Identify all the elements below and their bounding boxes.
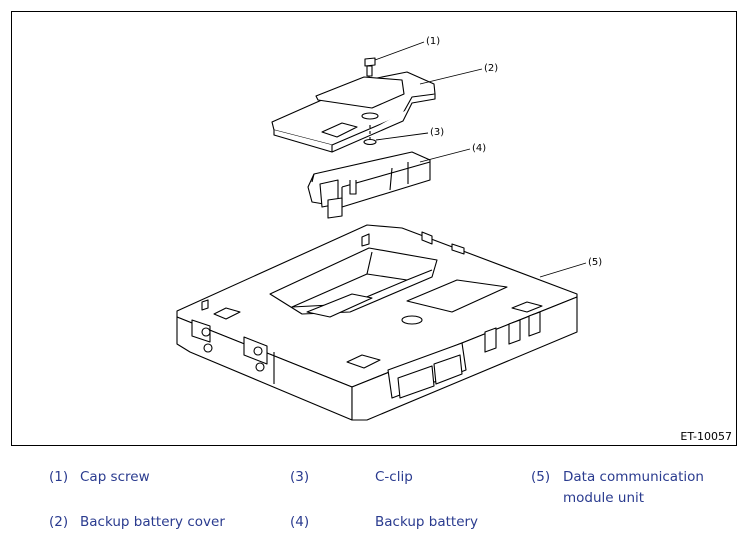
callout-2: (2) <box>484 63 498 74</box>
legend-label-cap-screw: Cap screw <box>80 469 150 485</box>
callout-1: (1) <box>426 36 440 47</box>
exploded-view-diagram: (1) (2) (3) (4) (5) ET-10057 <box>11 11 737 446</box>
legend-number-2: (2) <box>49 514 69 530</box>
legend-label-backup-battery-cover: Backup battery cover <box>80 514 225 530</box>
data-communication-module-unit <box>176 224 578 421</box>
legend-number-1: (1) <box>49 469 69 485</box>
figure-reference-id: ET-10057 <box>680 430 732 443</box>
callout-5: (5) <box>588 257 602 268</box>
backup-battery <box>307 151 431 219</box>
legend-number-4: (4) <box>290 514 310 530</box>
callout-4: (4) <box>472 143 486 154</box>
legend-label-module-unit: module unit <box>563 490 645 506</box>
diagram-drawing: (1) (2) (3) (4) (5) <box>176 36 602 421</box>
legend-number-5: (5) <box>531 469 551 485</box>
legend-number-3: (3) <box>290 469 310 485</box>
backup-battery-cover <box>271 71 436 153</box>
legend-label-backup-battery: Backup battery <box>375 514 479 530</box>
legend-label-data-communication: Data communication <box>563 469 704 485</box>
legend-label-c-clip: C-clip <box>375 469 413 485</box>
callout-3: (3) <box>430 127 444 138</box>
leader-lines <box>374 41 587 278</box>
c-clip <box>363 138 377 146</box>
